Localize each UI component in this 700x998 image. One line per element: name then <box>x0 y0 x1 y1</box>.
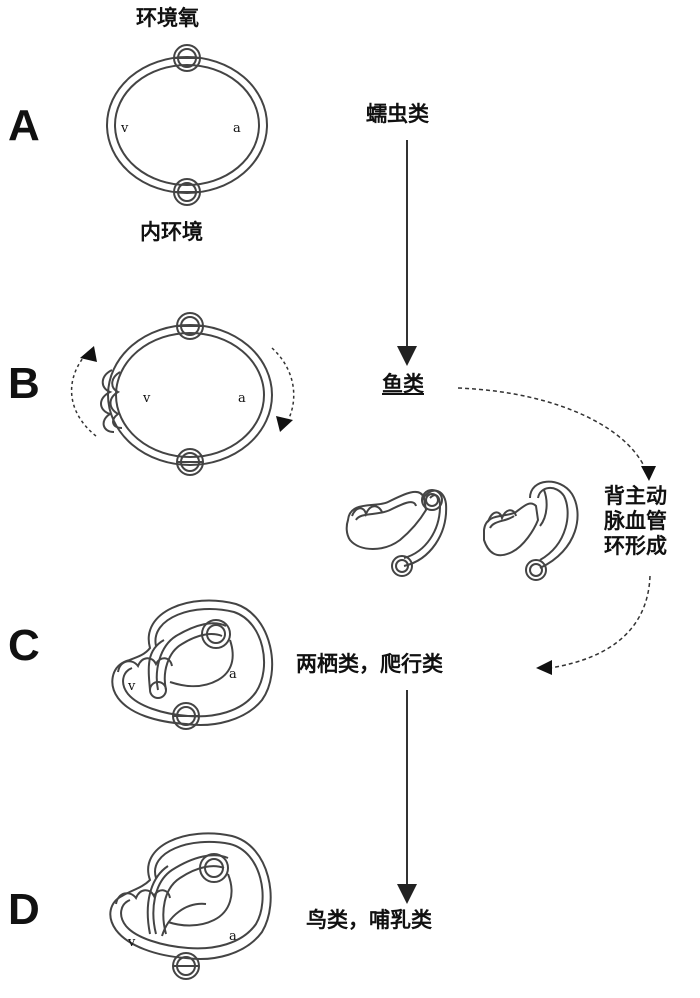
gill-exchange-node <box>176 312 204 340</box>
loop-diagram-b <box>100 312 273 476</box>
dashed-arrow-aorta-to-amphibians <box>549 575 651 669</box>
systemic-exchange-node-c <box>172 702 200 730</box>
ventricle-marker-b: v <box>143 391 151 406</box>
stage-letter-a: A <box>8 101 40 150</box>
ventricle-marker-c: v <box>128 679 136 694</box>
ambient-oxygen-label: 环境氧 <box>136 6 199 30</box>
stage-letter-b: B <box>8 359 40 408</box>
oxygen-exchange-node <box>173 44 201 72</box>
loop-diagram-c <box>111 599 274 730</box>
atrium-marker-a: a <box>233 121 241 136</box>
stage-letter-c: C <box>8 621 40 670</box>
dashed-arrowhead-bottom <box>536 660 552 675</box>
dorsal-aorta-note-line-2: 脉血管 <box>604 509 667 534</box>
flow-arrowhead-left <box>80 346 97 362</box>
loop-diagram-a <box>106 44 268 206</box>
group-label-fish: 鱼类 <box>382 372 424 396</box>
group-label-amphibians-reptiles: 两栖类，爬行类 <box>296 652 443 676</box>
flow-arrowhead-right <box>276 416 293 432</box>
aortic-loop-sketch-2 <box>483 480 579 581</box>
dorsal-aorta-note-line-1: 背主动 <box>604 484 667 508</box>
ventricle-marker-d: v <box>128 935 136 950</box>
stage-letter-d: D <box>8 885 40 934</box>
internal-exchange-node <box>173 178 201 206</box>
dorsal-aorta-note: 背主动 脉血管 环形成 <box>604 484 700 560</box>
flow-arc-left <box>70 351 97 437</box>
flow-arc-right <box>271 347 295 425</box>
aortic-loop-sketch-1 <box>345 489 448 577</box>
dashed-arrow-fish-to-aorta <box>457 387 649 477</box>
loop-diagram-d <box>109 832 272 980</box>
atrium-marker-d: a <box>229 929 237 944</box>
dashed-arrowhead-top <box>641 466 656 481</box>
atrium-marker-b: a <box>238 391 246 406</box>
atrium-marker-c: a <box>229 667 237 682</box>
ventricle-marker-a: v <box>121 121 129 136</box>
systemic-exchange-node-d <box>172 952 200 980</box>
internal-environment-label: 内环境 <box>140 220 203 244</box>
group-label-worms: 蠕虫类 <box>366 102 429 126</box>
group-label-birds-mammals: 鸟类，哺乳类 <box>306 908 432 932</box>
tissue-exchange-node <box>176 448 204 476</box>
dorsal-aorta-note-line-3: 环形成 <box>604 534 667 559</box>
